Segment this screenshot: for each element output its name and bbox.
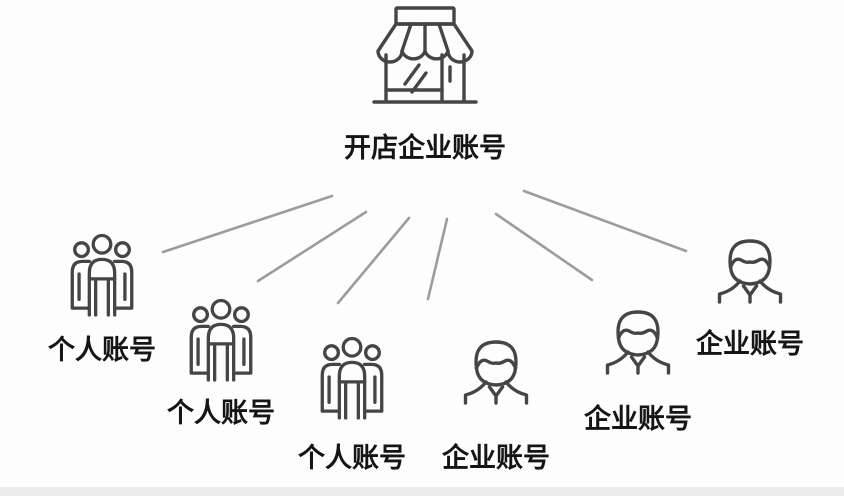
root-node-label: 开店企业账号 <box>344 133 506 163</box>
connector-line <box>256 210 368 283</box>
node-label: 个人账号 <box>167 398 275 428</box>
storefront-icon <box>369 5 481 111</box>
person-icon <box>461 337 531 405</box>
node-label: 企业账号 <box>584 404 692 434</box>
node-enterprise-1: 企业账号 <box>431 337 561 472</box>
node-personal-1: 个人账号 <box>37 233 167 364</box>
node-enterprise-2: 企业账号 <box>573 307 703 433</box>
root-node: 开店企业账号 <box>344 5 506 163</box>
connector-line <box>426 217 449 301</box>
connector-line <box>494 212 594 282</box>
node-label: 企业账号 <box>442 443 550 473</box>
bottom-bar <box>0 487 844 496</box>
node-label: 个人账号 <box>48 335 156 365</box>
node-personal-3: 个人账号 <box>287 336 417 472</box>
connector-line <box>161 194 334 254</box>
node-label: 个人账号 <box>298 443 406 473</box>
group-people-icon <box>182 298 260 382</box>
person-icon <box>715 236 785 304</box>
node-label: 企业账号 <box>696 329 804 359</box>
node-enterprise-3: 企业账号 <box>685 236 815 358</box>
group-people-icon <box>63 233 141 317</box>
person-icon <box>603 307 673 375</box>
connector-line <box>336 216 411 305</box>
connector-line <box>522 189 688 253</box>
group-people-icon <box>313 336 391 420</box>
node-personal-2: 个人账号 <box>156 298 286 427</box>
